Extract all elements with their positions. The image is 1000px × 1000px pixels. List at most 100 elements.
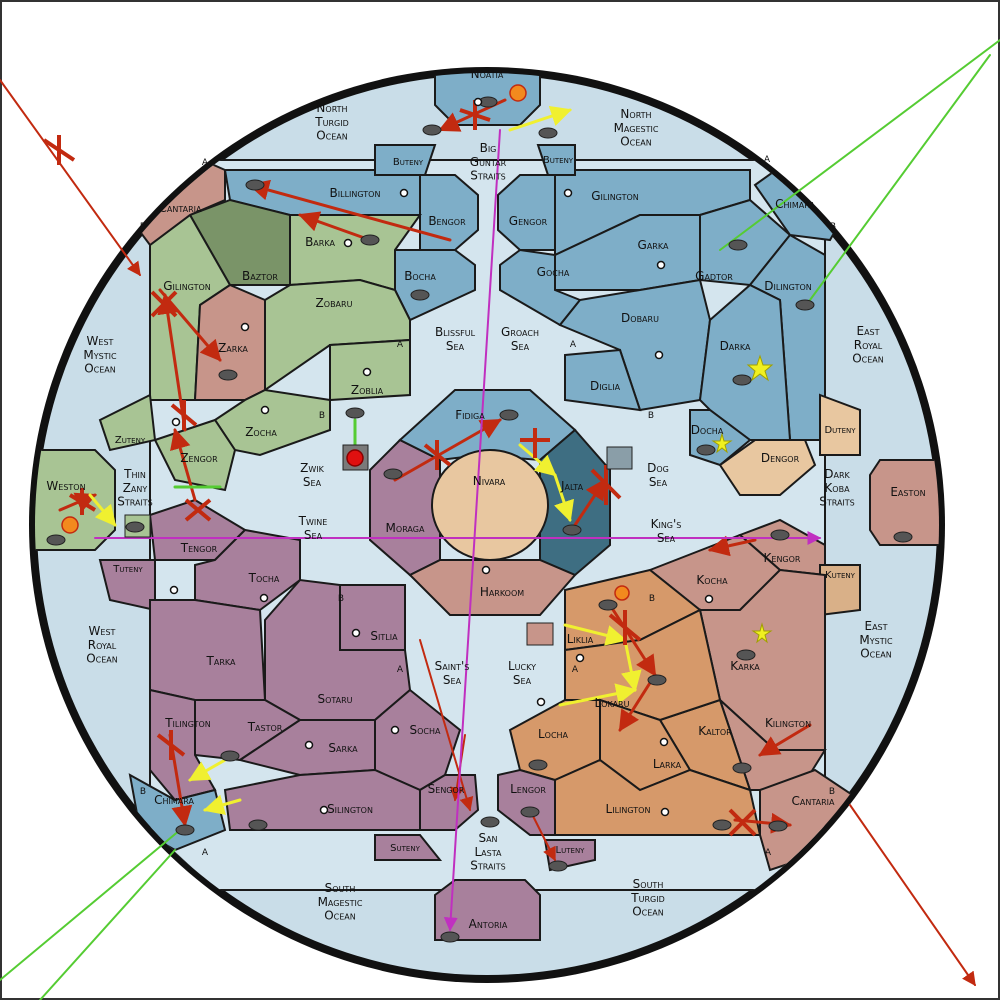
fleet-icon[interactable] <box>175 824 195 836</box>
fleet-icon[interactable] <box>422 124 442 136</box>
fleet-icon[interactable] <box>499 409 519 421</box>
fleet-icon[interactable] <box>712 819 732 831</box>
region-buteny-ne[interactable] <box>536 144 576 176</box>
coast-tag: A <box>570 340 577 350</box>
region-lengor[interactable] <box>497 768 556 836</box>
fleet-icon[interactable] <box>218 369 238 381</box>
label-lokaru: Lokaru <box>595 696 630 710</box>
label-tengor: Tengor <box>180 541 218 555</box>
label-dilington: Dilington <box>764 279 811 293</box>
region-easton[interactable] <box>869 459 940 546</box>
fleet-icon[interactable] <box>598 599 618 611</box>
fleet-icon[interactable] <box>383 468 403 480</box>
region-suteny[interactable] <box>374 834 443 861</box>
coast-tag: A <box>765 848 772 858</box>
region-buteny-nw[interactable] <box>374 144 437 176</box>
fleet-icon[interactable] <box>770 529 790 541</box>
label-zoblia: Zoblia <box>351 383 384 397</box>
label-billington: Billington <box>330 186 381 200</box>
region-noatia[interactable] <box>434 55 541 126</box>
label-noatia: Noatia <box>471 67 504 81</box>
coast-tag: B <box>649 594 655 604</box>
region-dengor[interactable] <box>718 439 817 496</box>
fleet-icon[interactable] <box>647 674 667 686</box>
label-lilington: Lilington <box>606 802 651 816</box>
fleet-icon[interactable] <box>248 819 268 831</box>
region-gengor[interactable] <box>497 174 556 251</box>
fleet-icon[interactable] <box>728 239 748 251</box>
fleet-icon[interactable] <box>696 444 716 456</box>
region-tarka[interactable] <box>149 599 267 701</box>
battle-icon <box>614 585 630 601</box>
fleet-icon[interactable] <box>732 762 752 774</box>
star-icon <box>746 354 774 382</box>
label-lengor: Lengor <box>510 782 546 796</box>
label-cantaria-nw: Cantaria <box>159 201 202 215</box>
region-zobaru[interactable] <box>264 278 411 392</box>
fleet-icon[interactable] <box>345 407 365 419</box>
supply-centres <box>169 97 714 817</box>
fleet-icon[interactable] <box>360 234 380 246</box>
region-lilington[interactable] <box>554 758 762 836</box>
region-antoria[interactable] <box>434 879 541 941</box>
coast-tag: A <box>764 155 771 165</box>
region-diglia[interactable] <box>564 348 642 412</box>
fleet-icon[interactable] <box>125 521 145 533</box>
fleet-icon[interactable] <box>220 750 240 762</box>
fleet-icon[interactable] <box>528 759 548 771</box>
label-diglia: Diglia <box>590 379 621 393</box>
label-zocha: Zocha <box>245 425 277 439</box>
label-docha: Docha <box>691 423 724 437</box>
fleet-icon[interactable] <box>520 806 540 818</box>
label-gilington-w: Gilington <box>163 279 211 293</box>
region-labels: Noatia Antoria Weston Easton Cantaria Ca… <box>46 67 925 931</box>
fleet-icon[interactable] <box>46 534 66 546</box>
label-dengor: Dengor <box>761 451 800 465</box>
fleet-icon[interactable] <box>410 289 430 301</box>
battle-icon <box>61 516 79 534</box>
fleet-icon[interactable] <box>893 531 913 543</box>
fleet-icon[interactable] <box>736 649 756 661</box>
label-barka: Barka <box>305 235 335 249</box>
region-nivara[interactable] <box>431 449 549 561</box>
coast-tag: B <box>338 594 344 604</box>
fleet-icon[interactable] <box>538 127 558 139</box>
coast-tag: B <box>140 787 146 797</box>
fleet-icon[interactable] <box>562 524 582 536</box>
label-jalta: Jalta <box>560 479 584 493</box>
coast-tag: B <box>830 222 836 232</box>
label-kuteny: Kuteny <box>825 570 856 581</box>
fleet-icon[interactable] <box>440 931 460 943</box>
region-zuteny[interactable] <box>98 393 157 452</box>
region-duteny[interactable] <box>819 393 861 456</box>
region-weston[interactable] <box>30 449 116 551</box>
fleet-icon[interactable] <box>768 820 788 832</box>
fleet-icon[interactable] <box>245 179 265 191</box>
label-zengor: Zengor <box>180 451 218 465</box>
label-zarka: Zarka <box>218 341 248 355</box>
label-kilington: Kilington <box>765 716 811 730</box>
label-tilington: Tilington <box>164 716 211 730</box>
label-kocha: Kocha <box>696 573 728 587</box>
region-zocha[interactable] <box>213 388 331 457</box>
fleet-icon[interactable] <box>732 374 752 386</box>
label-liklia: Liklia <box>567 632 594 646</box>
label-sotaru: Sotaru <box>317 692 352 706</box>
battle-icon <box>509 84 527 102</box>
label-sitlia: Sitlia <box>370 629 398 643</box>
label-darka: Darka <box>720 339 751 353</box>
fleet-icon[interactable] <box>795 299 815 311</box>
region-harkoom[interactable] <box>408 559 577 616</box>
label-kengor: Kengor <box>764 551 801 565</box>
coast-tag: A <box>397 340 404 350</box>
fleet-icon[interactable] <box>480 816 500 828</box>
fleet-icon[interactable] <box>548 860 568 872</box>
